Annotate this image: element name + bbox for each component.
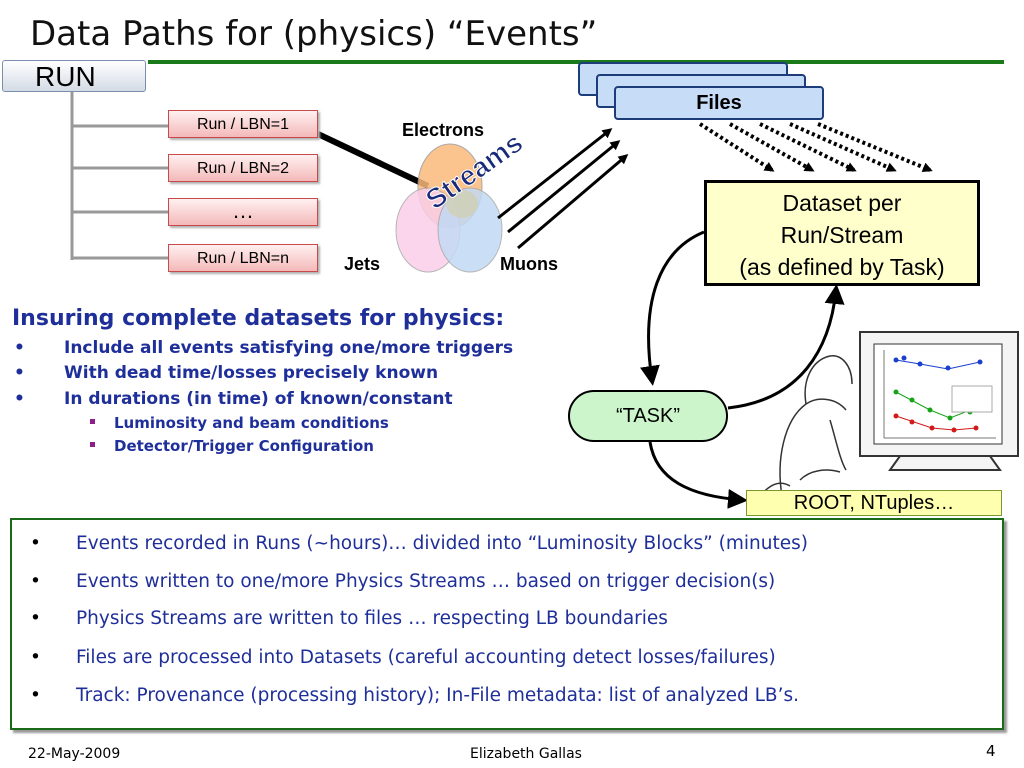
insure-heading: Insuring complete datasets for physics: [12, 306, 505, 331]
venn-label-electrons: Electrons [402, 120, 485, 140]
insure-bullet-text: With dead time/losses precisely known [64, 363, 439, 383]
dataset-line-1: Dataset per [782, 190, 902, 216]
lbn-to-streams-line [316, 131, 430, 189]
bullet-dot: • [30, 685, 41, 706]
lbn-box-2: Run / LBN=2 [168, 154, 318, 182]
bullet-dot: • [14, 389, 25, 409]
analyst-sketch [759, 355, 853, 497]
lbn-box-1: Run / LBN=1 [168, 110, 318, 138]
fact-text: Files are processed into Datasets (caref… [76, 647, 776, 668]
stream-arrows [497, 128, 629, 250]
root-ntuples-box: ROOT, NTuples… [746, 490, 1002, 516]
insure-subbullet-1: Luminosity and beam conditions [90, 414, 490, 434]
fact-2: • Events written to one/more Physics Str… [30, 571, 990, 597]
subbullet-square [90, 442, 95, 447]
page-title: Data Paths for (physics) “Events” [30, 14, 598, 54]
facts-box [10, 518, 1004, 730]
run-tree-lines [70, 92, 168, 260]
bullet-dot: • [14, 363, 25, 383]
dataset-line-3: (as defined by Task) [739, 254, 945, 280]
page-number: 4 [986, 742, 996, 760]
bullet-dot: • [30, 533, 41, 554]
fact-4: • Files are processed into Datasets (car… [30, 647, 990, 673]
monitor-plot [883, 350, 996, 439]
fact-text: Physics Streams are written to files … r… [76, 608, 668, 629]
run-box: RUN [2, 60, 146, 92]
subbullet-square [90, 419, 95, 424]
fact-5: • Track: Provenance (processing history)… [30, 685, 990, 711]
task-oval: “TASK” [568, 390, 728, 442]
venn-label-muons: Muons [500, 254, 558, 274]
insure-bullet-text: Include all events satisfying one/more t… [64, 338, 514, 358]
bullet-dot: • [14, 338, 25, 358]
lbn-box-n: Run / LBN=n [168, 244, 318, 272]
fact-1: • Events recorded in Runs (~hours)… divi… [30, 533, 990, 559]
title-rule [148, 60, 1004, 64]
task-to-root-arrow [648, 441, 748, 509]
fact-3: • Physics Streams are written to files …… [30, 608, 990, 634]
insure-bullet-3: • In durations (in time) of known/consta… [14, 389, 574, 411]
insure-subbullet-2: Detector/Trigger Configuration [90, 437, 490, 457]
bullet-dot: • [30, 608, 41, 629]
bullet-dot: • [30, 647, 41, 668]
insure-bullet-1: • Include all events satisfying one/more… [14, 338, 634, 360]
insure-bullet-text: In durations (in time) of known/constant [64, 389, 453, 409]
dataset-line-2: Run/Stream [780, 222, 904, 248]
task-to-dataset-arrow [727, 284, 845, 410]
bullet-dot: • [30, 571, 41, 592]
footer-author: Elizabeth Gallas [470, 746, 582, 762]
dataset-to-task-arrow [640, 230, 705, 386]
files-box-front: Files [614, 86, 824, 120]
insure-subbullet-text: Detector/Trigger Configuration [114, 437, 374, 455]
files-to-dataset-arrows [698, 122, 933, 172]
insure-subbullet-text: Luminosity and beam conditions [114, 414, 389, 432]
insure-bullet-2: • With dead time/losses precisely known [14, 363, 634, 385]
fact-text: Track: Provenance (processing history); … [76, 685, 800, 706]
venn-label-jets: Jets [344, 254, 381, 274]
footer-date: 22-May-2009 [28, 746, 121, 762]
streams-venn [395, 143, 503, 273]
lbn-box-ellipsis: … [168, 198, 318, 226]
fact-text: Events recorded in Runs (~hours)… divide… [76, 533, 808, 554]
fact-text: Events written to one/more Physics Strea… [76, 571, 776, 592]
dataset-box: Dataset per Run/Stream (as defined by Ta… [704, 180, 980, 286]
